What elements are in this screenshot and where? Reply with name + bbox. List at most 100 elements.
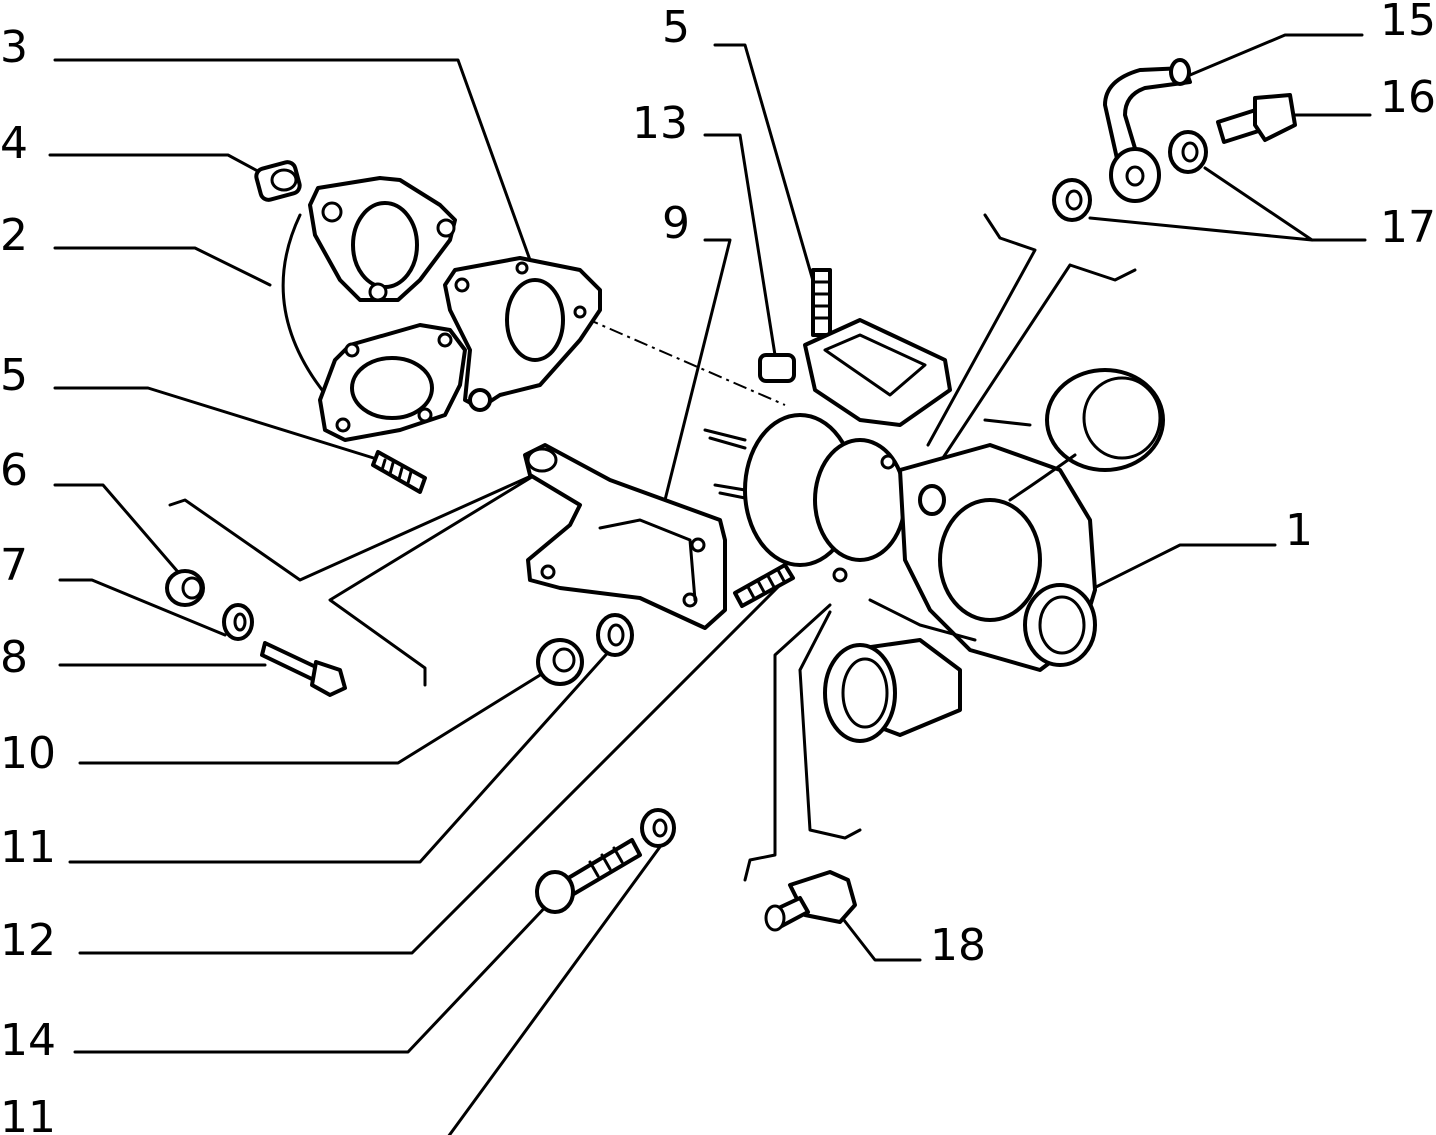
leader-4 (48, 153, 267, 177)
gasket-hole-b (437, 332, 453, 348)
part-3-hole-a (454, 277, 470, 293)
turbo-exhaust-elbow (803, 318, 952, 427)
part-3-hole-b (515, 261, 529, 275)
leader-15 (1188, 33, 1364, 77)
callout-8: 8 (0, 632, 28, 683)
part-4-nut-face (270, 168, 298, 192)
part-16-bolt-head (1253, 93, 1297, 142)
part-1-turbocharger (703, 318, 1165, 743)
part-5-stud-top (811, 268, 832, 337)
callout-4: 4 (0, 118, 28, 169)
leader-lines (48, 33, 1372, 1135)
leader-6 (53, 483, 180, 574)
turbo-bolt-b (832, 567, 848, 583)
part-2-pipe (281, 213, 332, 402)
leader-5-left (53, 386, 382, 462)
part-3-hole-c (573, 305, 587, 319)
callout-1: 1 (1285, 505, 1313, 556)
callout-9: 9 (662, 198, 690, 249)
gasket-hole-c (417, 407, 433, 423)
turbo-actuator-rod (983, 418, 1032, 427)
callout-5-left: 5 (0, 350, 28, 401)
callout-17: 17 (1380, 202, 1436, 253)
leader-bracket-pointer (168, 470, 542, 687)
turbo-studs (703, 428, 747, 500)
leader-9 (663, 238, 732, 502)
leader-turbo-pointer (926, 213, 1137, 472)
callout-5-top: 5 (662, 2, 690, 53)
leader-11-lower (447, 838, 667, 1135)
small-fasteners (165, 160, 857, 932)
turbo-actuator-hose (1008, 453, 1077, 502)
callout-3: 3 (0, 22, 28, 73)
gaskets-and-flanges (281, 176, 602, 442)
leader-13 (703, 133, 777, 357)
part-13-nut (758, 353, 796, 383)
bracket-hole-c (690, 537, 706, 553)
part-14-screw-shank (563, 838, 642, 897)
part-2-hole-b (436, 218, 456, 238)
leader-1 (1088, 543, 1277, 592)
part-14-screw-head (535, 870, 575, 914)
callout-6: 6 (0, 445, 28, 496)
part-9-bracket (523, 443, 727, 630)
callout-16: 16 (1380, 72, 1436, 123)
callout-7: 7 (0, 540, 28, 591)
callout-11-upper: 11 (0, 822, 56, 873)
callout-13: 13 (632, 98, 688, 149)
part-8-bolt-head (310, 660, 347, 697)
turbo-oil-port (918, 484, 946, 516)
callout-12: 12 (0, 915, 56, 966)
part-5-thread-left (380, 458, 413, 485)
leader-17 (1088, 166, 1367, 242)
part-7-washer-hole (233, 612, 247, 632)
part-15-banjo-hole (1125, 165, 1145, 187)
part-6-nut-hole (181, 576, 203, 600)
callout-15: 15 (1380, 0, 1436, 46)
leader-14 (73, 898, 554, 1054)
part-18-sensor-nozzle (764, 904, 786, 932)
callout-2: 2 (0, 210, 28, 261)
turbo-oil-return (868, 598, 977, 642)
part-14-thread (588, 846, 624, 878)
leader-7 (58, 578, 227, 637)
part-12-stud (733, 563, 795, 608)
leader-5-top (713, 43, 822, 307)
callout-18: 18 (930, 920, 986, 971)
part-17-washer-right-hole (1181, 141, 1199, 163)
axis-line (584, 317, 786, 406)
part-8-bolt-shank (260, 641, 320, 682)
turbo-intake-bore (841, 657, 889, 729)
part-2-hole-a (321, 201, 343, 223)
turbo-compressor-scroll (938, 498, 1042, 622)
part-3-flange-bore (505, 278, 565, 362)
bracket-hole-top (526, 447, 558, 473)
leader-3 (53, 58, 532, 262)
part-2-hole-c (368, 282, 388, 302)
part-15-oil-pipe (1103, 66, 1192, 174)
leader-2 (53, 246, 272, 287)
turbo-actuator-cap (1082, 376, 1162, 460)
leader-18 (838, 913, 922, 962)
part-17-washer-left-hole (1065, 189, 1083, 211)
callout-14: 14 (0, 1015, 56, 1066)
turbo-bolt-a (880, 454, 896, 470)
gasket-hole-a (344, 342, 360, 358)
part-5-thread-top (811, 280, 832, 320)
turbo-outlet-bore (1038, 595, 1086, 655)
bracket-hole-a (540, 564, 556, 580)
leader-12 (78, 573, 792, 955)
part-2-flange-bore (351, 201, 419, 289)
leader-10 (78, 670, 547, 765)
part-10-nut-hole (552, 647, 576, 673)
part-3-stud (468, 388, 492, 412)
oil-line-parts (1052, 58, 1297, 222)
part-15-fitting (1169, 58, 1191, 86)
part-11-washer-hole (607, 623, 625, 647)
leader-11-upper (68, 646, 614, 864)
callout-10: 10 (0, 728, 56, 779)
part-11-washer-lower-hole (652, 818, 668, 838)
